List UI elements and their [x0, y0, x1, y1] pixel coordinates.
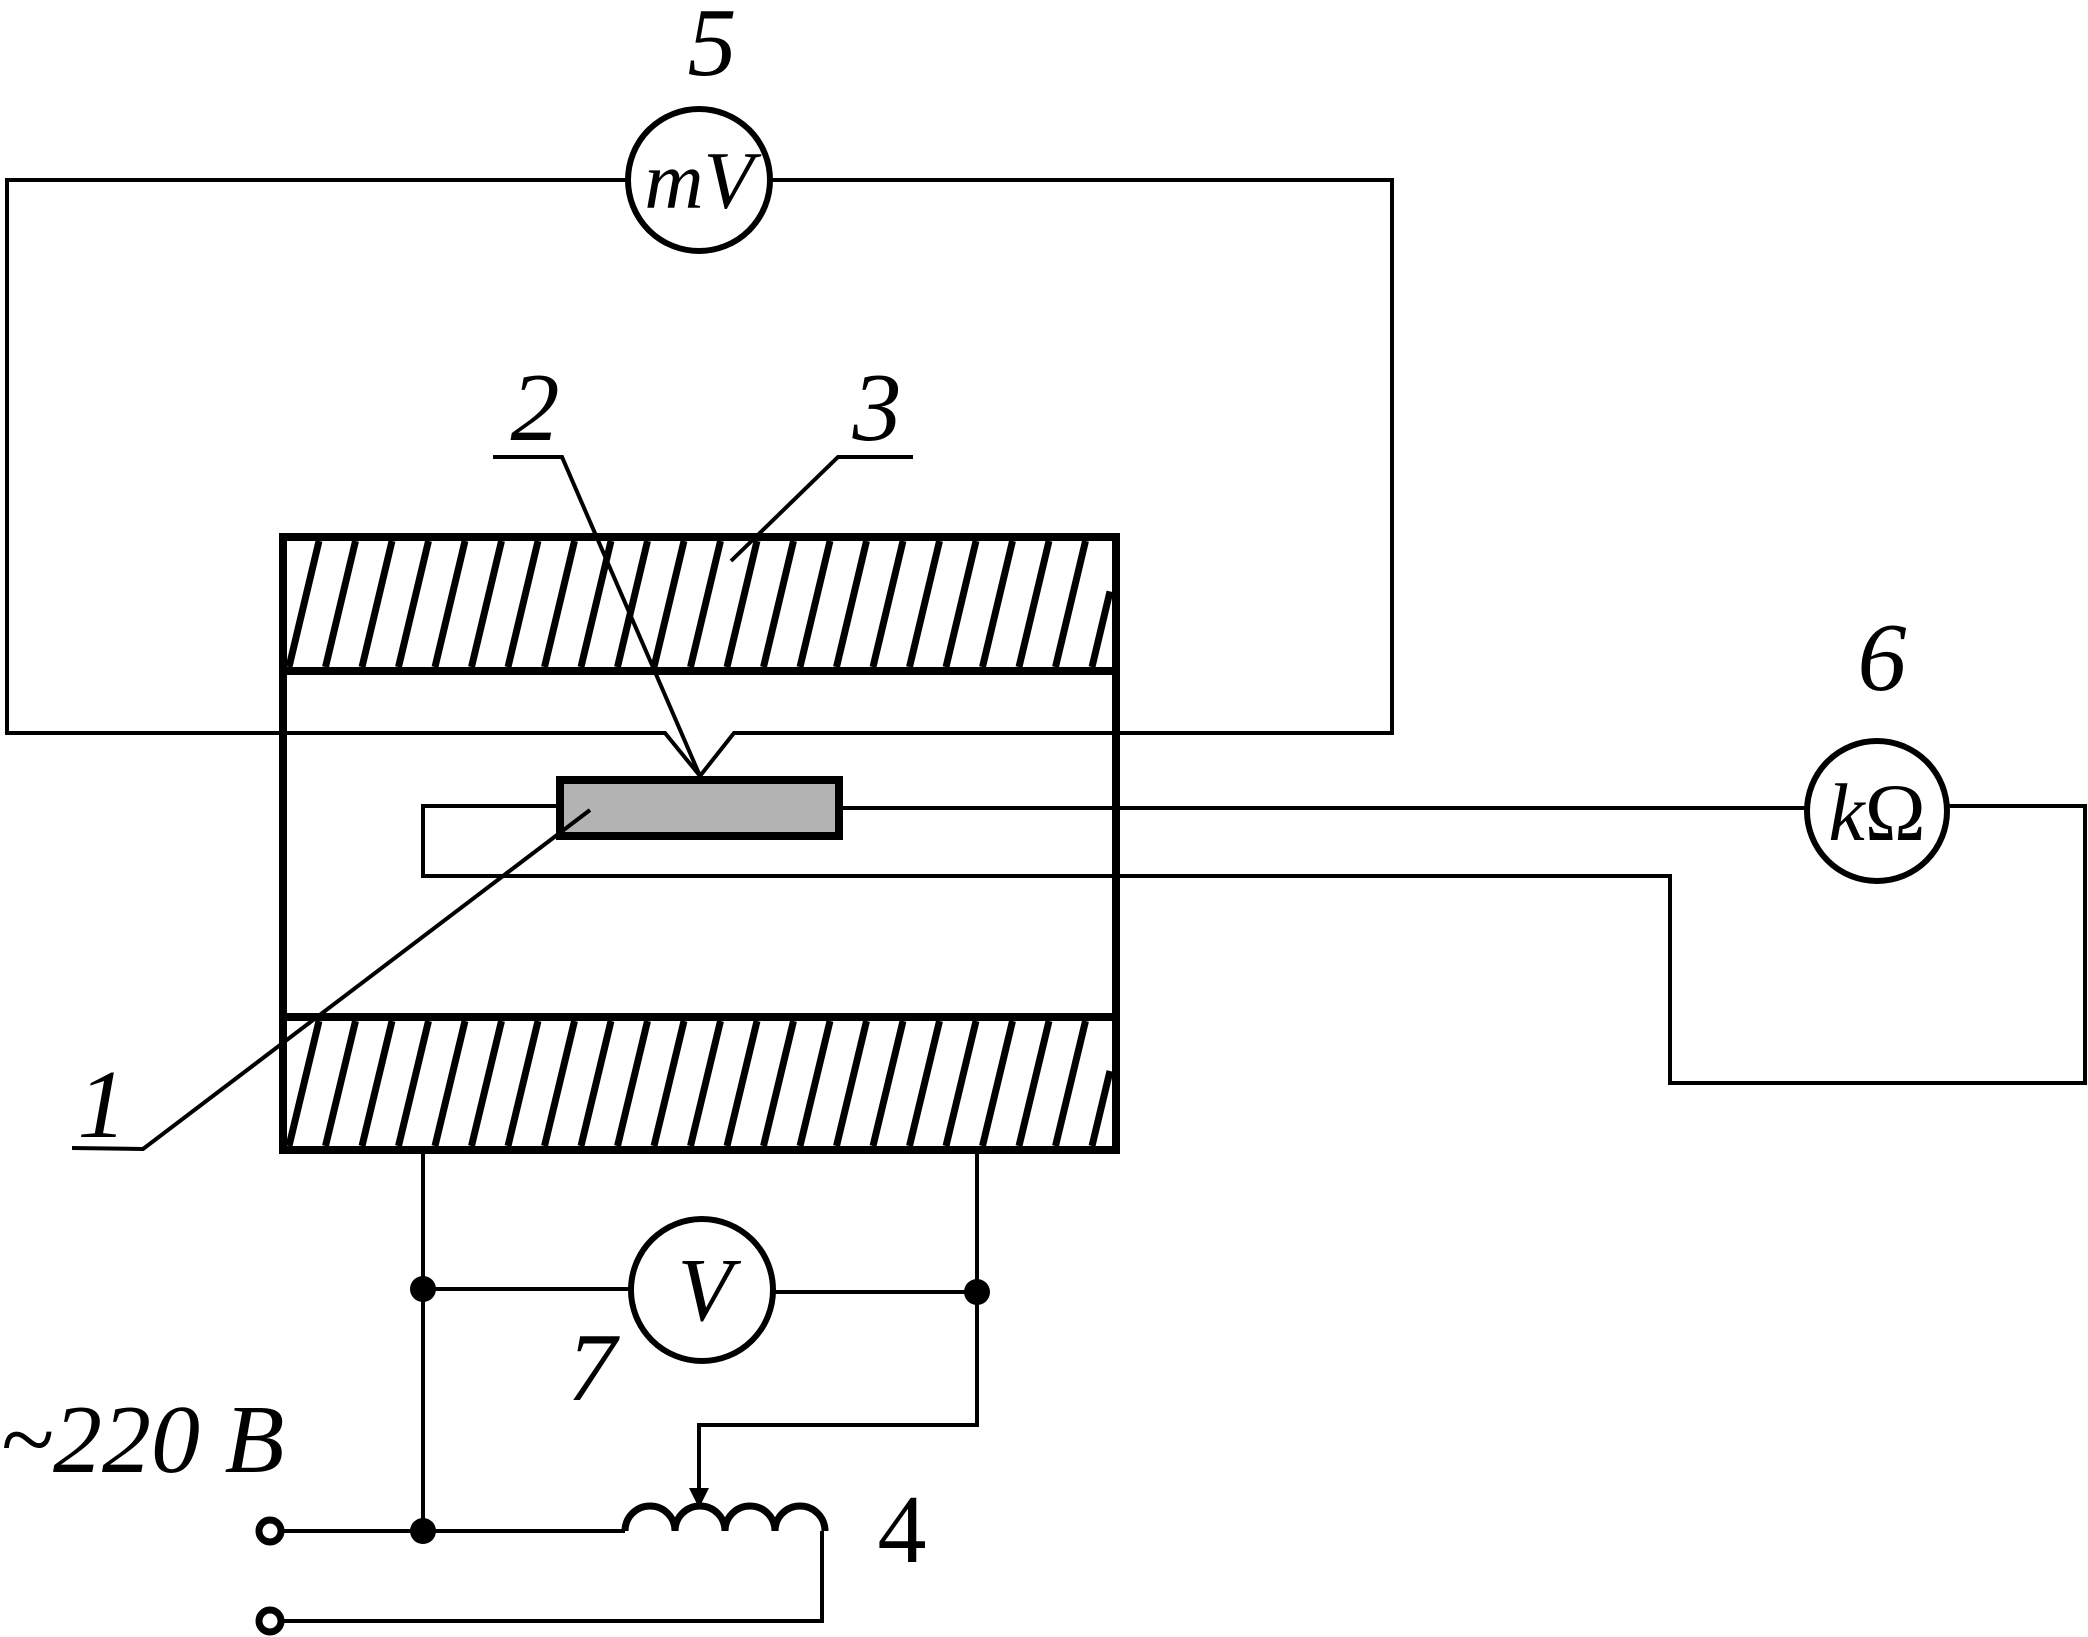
ohmmeter-unit: kΩ: [1828, 767, 1925, 858]
leader-lines: [71, 455, 913, 1152]
hatch-line: [687, 1020, 724, 1147]
hatch-line: [979, 540, 1016, 668]
hatch-line: [1088, 1070, 1114, 1147]
label-voltmeter: 7: [568, 1314, 621, 1422]
voltmeter: V: [628, 1216, 776, 1364]
ohm-left-wire: [421, 804, 2087, 1085]
hatch-line: [285, 540, 323, 668]
hatch-line: [869, 540, 907, 668]
label-autotransformer: 4: [878, 1476, 927, 1584]
hatch-line: [906, 540, 943, 668]
hatch-line: [650, 1020, 688, 1147]
hatch-line: [942, 1020, 980, 1147]
ohmmeter-omega: Ω: [1865, 767, 1926, 858]
furnace: [279, 533, 1120, 1154]
supply-bottom-wire: [270, 1531, 824, 1623]
hatch-line: [395, 1020, 432, 1147]
millivoltmeter-unit: mV: [644, 135, 761, 226]
leader-thermocouple: [729, 455, 913, 563]
autotransformer: [621, 1488, 829, 1532]
wiper-arrow-icon: [689, 1488, 709, 1508]
autotransformer-coil: [621, 1502, 829, 1532]
hatch-line: [1052, 540, 1089, 668]
supply-terminal: [255, 1606, 285, 1636]
junction-dot: [964, 1279, 990, 1305]
hatch-line: [979, 1020, 1016, 1147]
hatch-line: [541, 1020, 578, 1147]
hatch-line: [504, 1020, 542, 1147]
hatch-line: [687, 540, 724, 668]
label-ohmmeter: 6: [1858, 604, 1907, 712]
hatch-line: [833, 540, 870, 668]
ohmmeter: kΩ: [1804, 738, 1950, 884]
supply-voltage-label: ~220 В: [0, 1386, 284, 1494]
ohmmeter-circuit: [421, 804, 2087, 1085]
hatch-line: [541, 540, 578, 668]
hatch-line: [796, 1020, 834, 1147]
thermocouple-circuit: [5, 178, 1394, 778]
millivoltmeter: mV: [625, 106, 773, 254]
label-furnace: 1: [78, 1051, 127, 1159]
hatch-line: [358, 540, 396, 668]
voltmeter-circle: [628, 1216, 776, 1364]
hatch-line: [869, 1020, 907, 1147]
supply-circuit: [255, 1150, 990, 1636]
bottom-heater-block: [279, 1013, 1120, 1154]
junction-dot: [410, 1276, 436, 1302]
sample: [556, 776, 843, 840]
millivoltmeter-circle: [625, 106, 773, 254]
hatch-line: [833, 1020, 870, 1147]
hatch-line: [760, 1020, 797, 1147]
hatch-line: [322, 1020, 359, 1147]
hatch-line: [796, 540, 834, 668]
hatch-line: [1015, 1020, 1053, 1147]
hatch-line: [468, 540, 505, 668]
hatch-line: [468, 1020, 505, 1147]
hatch-line: [431, 540, 469, 668]
leader-sample: [493, 455, 702, 777]
label-thermocouple: 3: [852, 354, 902, 462]
hatch-line: [1015, 540, 1053, 668]
bottom-heater-hatching: [285, 1020, 1114, 1147]
hatch-line: [614, 540, 651, 668]
hatch-line: [504, 540, 542, 668]
hatch-line: [942, 540, 980, 668]
mv-right-wire: [698, 178, 1394, 778]
hatch-line: [1088, 590, 1114, 668]
hatch-line: [723, 540, 761, 668]
hatch-line: [614, 1020, 651, 1147]
hatch-line: [322, 540, 359, 668]
supply-terminal: [255, 1516, 285, 1546]
hatch-line: [395, 540, 432, 668]
ohmmeter-prefix: k: [1828, 767, 1866, 858]
hatch-line: [285, 1020, 323, 1147]
mv-left-wire: [5, 178, 702, 778]
hatch-line: [906, 1020, 943, 1147]
voltmeter-unit: V: [678, 1241, 742, 1340]
hatch-line: [1052, 1020, 1089, 1147]
hatch-line: [431, 1020, 469, 1147]
top-heater-block: [279, 533, 1120, 675]
top-heater-hatching: [285, 540, 1114, 668]
label-sample: 2: [511, 354, 560, 462]
hatch-line: [760, 540, 797, 668]
junction-dot: [410, 1518, 436, 1544]
hatch-line: [577, 1020, 615, 1147]
hatch-line: [650, 540, 688, 668]
hatch-line: [723, 1020, 761, 1147]
label-millivoltmeter: 5: [688, 0, 737, 97]
leader-furnace: [71, 808, 592, 1152]
hatch-line: [358, 1020, 396, 1147]
ohmmeter-circle: [1804, 738, 1950, 884]
